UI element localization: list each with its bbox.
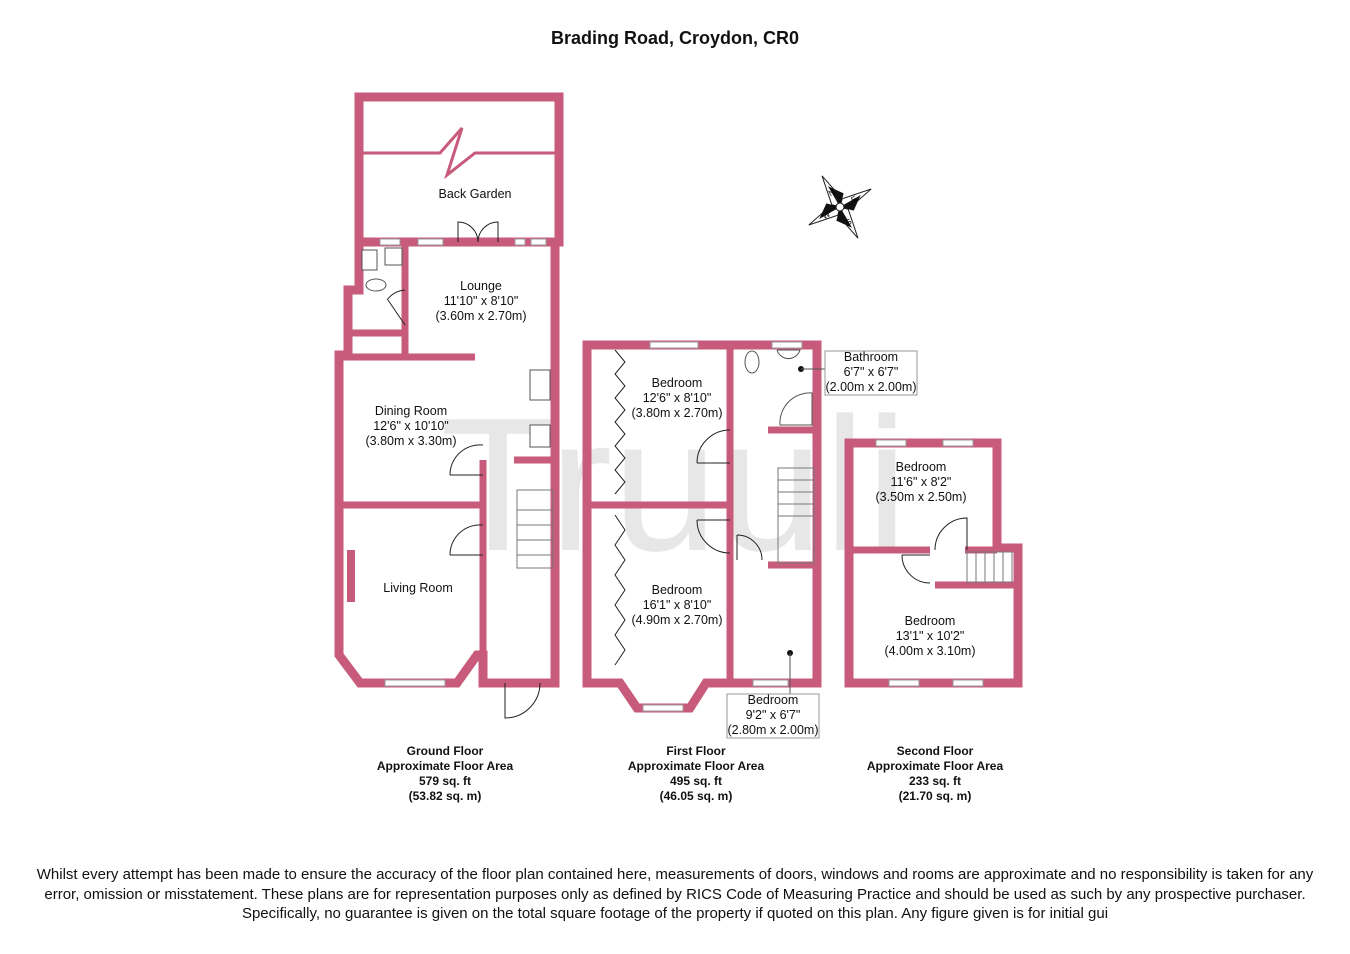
room-dim-metric: (3.80m x 2.70m) <box>631 406 722 420</box>
compass-s: S <box>844 217 853 227</box>
floor-area-label: Approximate Floor Area <box>377 759 514 773</box>
first-outer-wall <box>582 340 822 713</box>
room-dim-metric: (2.00m x 2.00m) <box>825 380 916 394</box>
floor-area-sqm: (53.82 sq. m) <box>409 789 482 803</box>
floor-area-label: Approximate Floor Area <box>628 759 765 773</box>
floor-area-sqm: (46.05 sq. m) <box>660 789 733 803</box>
room-label-dining-room: Dining Room <box>375 404 447 418</box>
room-dim-metric: (3.60m x 2.70m) <box>435 309 526 323</box>
floor-area-label: Approximate Floor Area <box>867 759 1004 773</box>
floor-area-sqft: 579 sq. ft <box>419 774 471 788</box>
second-floor-plan: Bedroom 11'6" x 8'2" (3.50m x 2.50m) Bed… <box>844 438 1023 688</box>
floor-area-sqft: 495 sq. ft <box>670 774 722 788</box>
room-label-back-garden: Back Garden <box>439 187 512 201</box>
first-floor-caption: First Floor Approximate Floor Area 495 s… <box>628 744 765 803</box>
break-line <box>359 127 559 180</box>
page-title: Brading Road, Croydon, CR0 <box>550 28 799 48</box>
disclaimer-text: Whilst every attempt has been made to en… <box>36 866 1314 922</box>
room-dim-metric: (4.00m x 3.10m) <box>884 644 975 658</box>
room-label-bedroom: Bedroom <box>905 614 956 628</box>
room-label-lounge: Lounge <box>460 279 502 293</box>
compass-n: N <box>827 187 837 198</box>
ground-floor-plan: Back Garden Lounge 11'10" x 8'10" (3.60m… <box>334 92 564 719</box>
room-dim-imperial: 13'1" x 10'2" <box>896 629 965 643</box>
room-label-bedroom: Bedroom <box>652 376 703 390</box>
room-dim-imperial: 12'6" x 8'10" <box>643 391 712 405</box>
watermark: Truuli <box>440 379 908 591</box>
floor-name: Ground Floor <box>407 744 484 758</box>
floor-area-sqm: (21.70 sq. m) <box>899 789 972 803</box>
room-dim-imperial: 11'10" x 8'10" <box>444 294 519 308</box>
ground-floor-caption: Ground Floor Approximate Floor Area 579 … <box>377 744 514 803</box>
first-floor-plan: Bedroom 12'6" x 8'10" (3.80m x 2.70m) Be… <box>582 340 918 739</box>
room-dim-metric: (3.80m x 3.30m) <box>365 434 456 448</box>
second-floor-caption: Second Floor Approximate Floor Area 233 … <box>867 744 1004 803</box>
bathroom-label-box <box>824 350 918 396</box>
room-dim-metric: (2.80m x 2.00m) <box>727 723 818 737</box>
room-dim-metric: (4.90m x 2.70m) <box>631 613 722 627</box>
back-garden-outline <box>354 92 564 247</box>
room-dim-imperial: 9'2" x 6'7" <box>746 708 801 722</box>
second-outer-wall <box>844 438 1023 688</box>
room-dim-imperial: 12'6" x 10'10" <box>373 419 449 433</box>
floor-name: Second Floor <box>897 744 974 758</box>
room-dim-metric: (3.50m x 2.50m) <box>875 490 966 504</box>
room-label-bathroom: Bathroom <box>844 350 898 364</box>
compass-icon: N E S W <box>808 175 872 239</box>
room-dim-imperial: 11'6" x 8'2" <box>891 475 952 489</box>
room-label-living-room: Living Room <box>383 581 452 595</box>
room-label-bedroom: Bedroom <box>652 583 703 597</box>
bedroom-label-box <box>726 693 820 739</box>
room-label-bedroom: Bedroom <box>748 693 799 707</box>
compass-e: E <box>850 194 859 204</box>
floor-name: First Floor <box>666 744 726 758</box>
room-dim-imperial: 6'7" x 6'7" <box>844 365 899 379</box>
room-dim-imperial: 16'1" x 8'10" <box>643 598 712 612</box>
room-label-bedroom: Bedroom <box>896 460 947 474</box>
compass-w: W <box>821 209 832 221</box>
floor-area-sqft: 233 sq. ft <box>909 774 961 788</box>
